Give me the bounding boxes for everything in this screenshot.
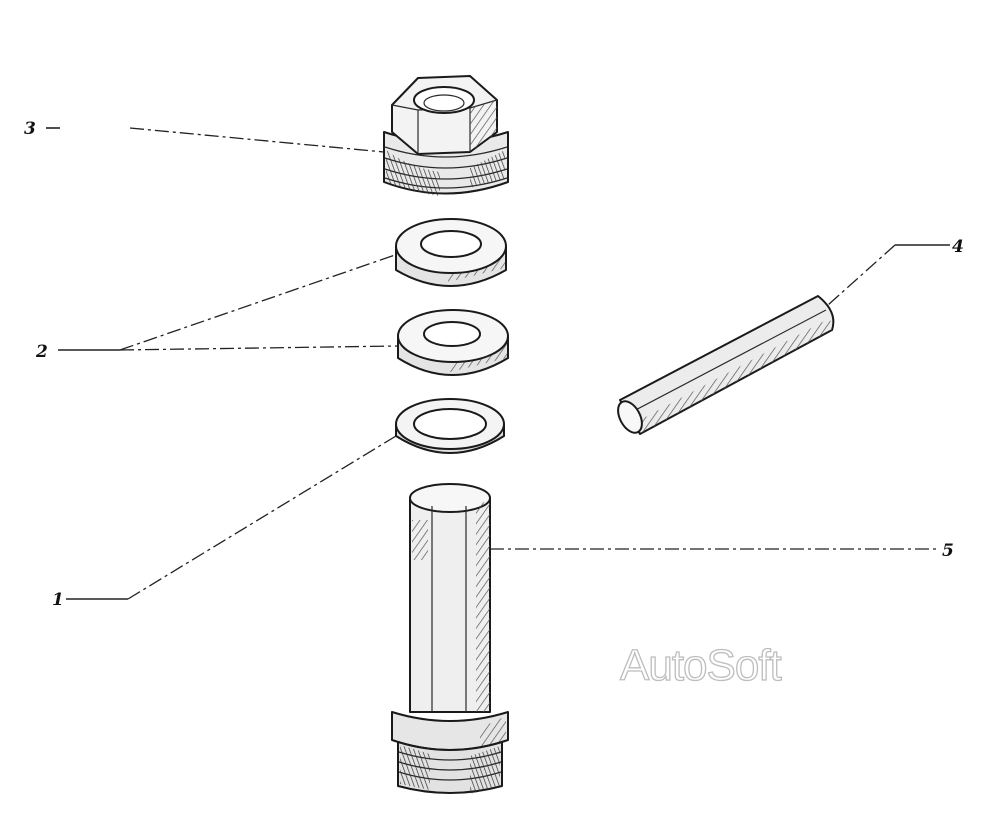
callout-label-4: 4 [952, 237, 964, 257]
watermark-text: AutoSoft [620, 641, 782, 690]
part-5-stud [391, 483, 509, 794]
part-3-hex-nut [383, 75, 509, 196]
callout-label-1: 1 [52, 590, 64, 610]
part-2-lower-washer [397, 309, 509, 376]
part-1-gasket [395, 398, 505, 454]
leader-lines [46, 127, 950, 600]
callout-label-3: 3 [24, 119, 36, 139]
part-4-pin [617, 295, 835, 435]
callout-label-5: 5 [942, 541, 954, 561]
callout-label-2: 2 [35, 342, 48, 362]
part-2-upper-washer [395, 218, 507, 287]
